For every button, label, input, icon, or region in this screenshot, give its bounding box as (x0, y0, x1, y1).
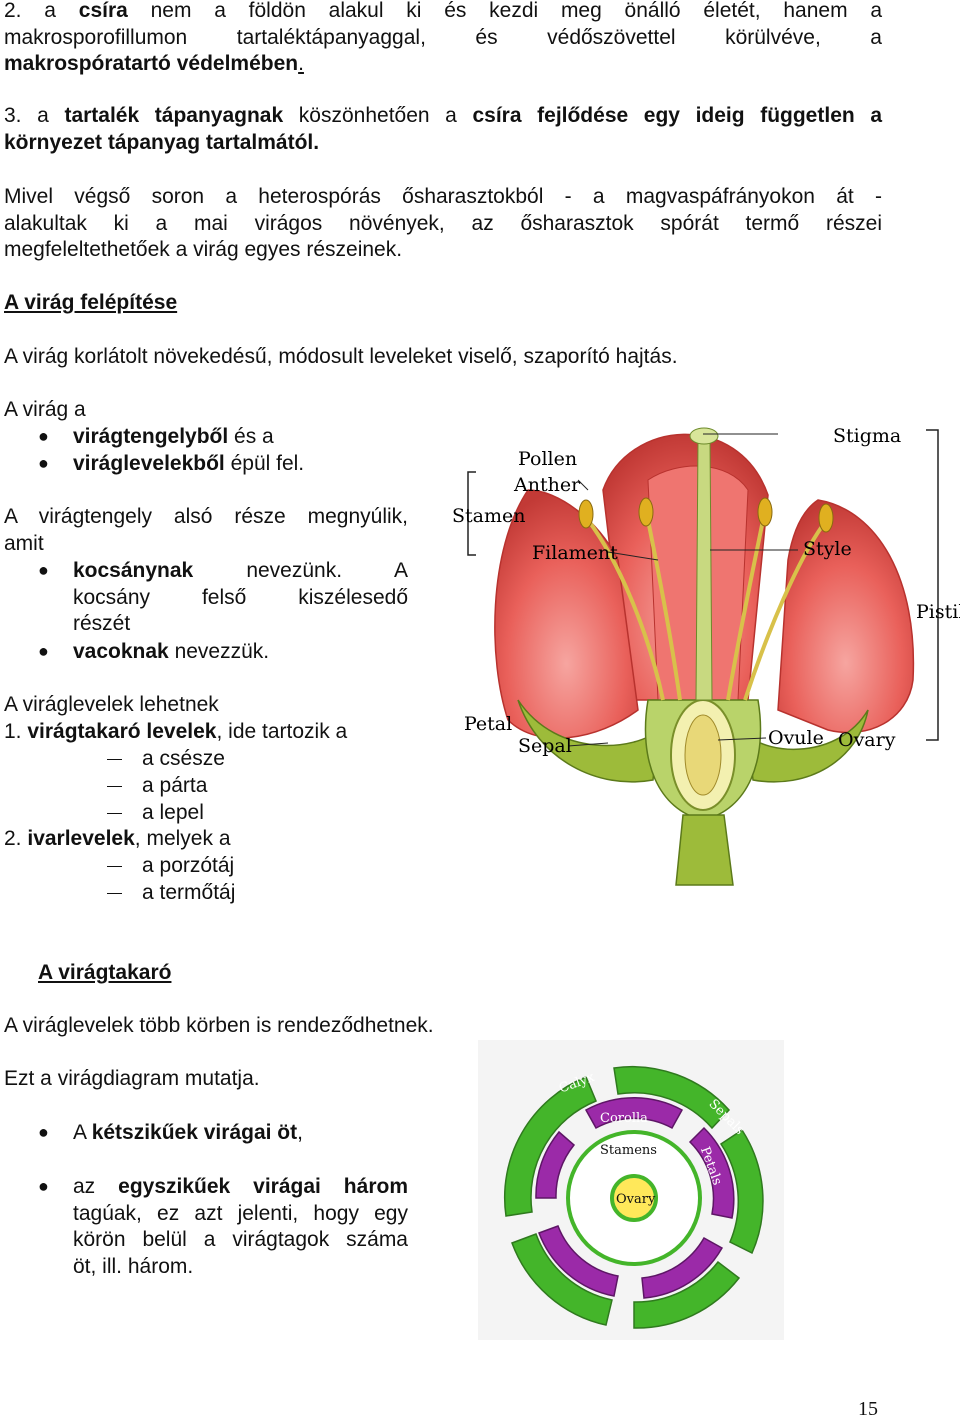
paragraph-2-line1: 2. a csíra nem a földön alakul ki és kez… (4, 0, 883, 22)
leaves-lead: A viráglevelek lehetnek (4, 693, 219, 716)
heading-flower-structure: A virág felépítése (4, 291, 178, 314)
label-stamen: Stamen (452, 505, 525, 527)
dash-icon (107, 893, 122, 894)
label-stamens: Stamens (600, 1143, 657, 1158)
paragraph-2: 2. a csíra nem a földön alakul ki és kez… (4, 0, 882, 78)
label-petal: Petal (464, 713, 512, 735)
label-style: Style (803, 538, 852, 560)
whorls-text: A viráglevelek több körben is rendeződhe… (4, 1014, 434, 1037)
label-sepal: Sepal (518, 735, 572, 757)
list-item: a termőtáj (142, 881, 236, 904)
list-item: a párta (142, 774, 208, 797)
bullet-icon: ● (38, 560, 49, 580)
list-item: kocsánynak nevezünk. A kocsány felső kis… (73, 559, 408, 635)
paragraph-3: 3. a tartalék tápanyagnak köszönhetően a… (4, 103, 882, 156)
diagram-note: Ezt a virágdiagram mutatja. (4, 1067, 260, 1090)
list-item: vacoknak nevezzük. (73, 640, 270, 663)
monocot-item: az egyszikűek virágai három tagúak, ez a… (73, 1175, 408, 1278)
list-item: viráglevelekből épül fel. (73, 452, 305, 475)
bullet-icon: ● (38, 1176, 49, 1196)
list-item: virágtengelyből és a (73, 425, 274, 448)
label-filament: Filament (532, 542, 618, 564)
label-pistil: Pistil (916, 601, 960, 623)
label-ovary: Ovary (838, 729, 896, 751)
label-ovule: Ovule (768, 727, 824, 749)
structure-lead: A virág a (4, 398, 86, 421)
flower-anatomy-diagram: Pollen Anther Stamen Filament Stigma Sty… (452, 425, 960, 886)
dicot-item: A kétszikűek virágai öt, (73, 1121, 303, 1144)
bullet-icon: ● (38, 641, 49, 661)
dash-icon (107, 786, 122, 787)
leaves-group-2: 2. ivarlevelek, melyek a (4, 827, 231, 850)
paragraph-3-line2: környezet tápanyag tartalmától. (4, 130, 320, 154)
paragraph-3-line1: 3. a tartalék tápanyagnak köszönhetően a… (4, 104, 882, 127)
floral-diagram: Ovary Stamens Corolla Calyx Sepals Petal… (478, 1040, 784, 1340)
list-item: a csésze (142, 747, 225, 770)
label-corolla: Corolla (600, 1111, 648, 1126)
definition-text: A virág korlátolt növekedésű, módosult l… (4, 345, 678, 368)
page-number: 15 (858, 1398, 878, 1420)
list-item: a porzótáj (142, 854, 235, 877)
dash-icon (107, 759, 122, 760)
list-item: a lepel (142, 801, 204, 824)
label-stigma: Stigma (833, 425, 901, 447)
leaves-group-1: 1. virágtakaró levelek, ide tartozik a (4, 720, 348, 743)
heading-perianth: A virágtakaró (38, 961, 172, 984)
dash-icon (107, 866, 122, 867)
paragraph-2-line2: makrosporofillumon tartaléktápanyaggal, … (4, 25, 882, 49)
axis-paragraph: A virágtengely alsó része megnyúlik, ami… (4, 505, 408, 555)
paragraph-2-line3: makrospóratartó védelmében. (4, 52, 304, 75)
bullet-icon: ● (38, 1122, 49, 1142)
intro-paragraph: Mivel végső soron a heterospórás ősharas… (4, 185, 882, 261)
dash-icon (107, 813, 122, 814)
bullet-icon: ● (38, 453, 49, 473)
label-pollen: Pollen (518, 448, 577, 470)
bullet-icon: ● (38, 426, 49, 446)
label-ovary: Ovary (616, 1192, 656, 1207)
label-anther: Anther (513, 474, 581, 496)
